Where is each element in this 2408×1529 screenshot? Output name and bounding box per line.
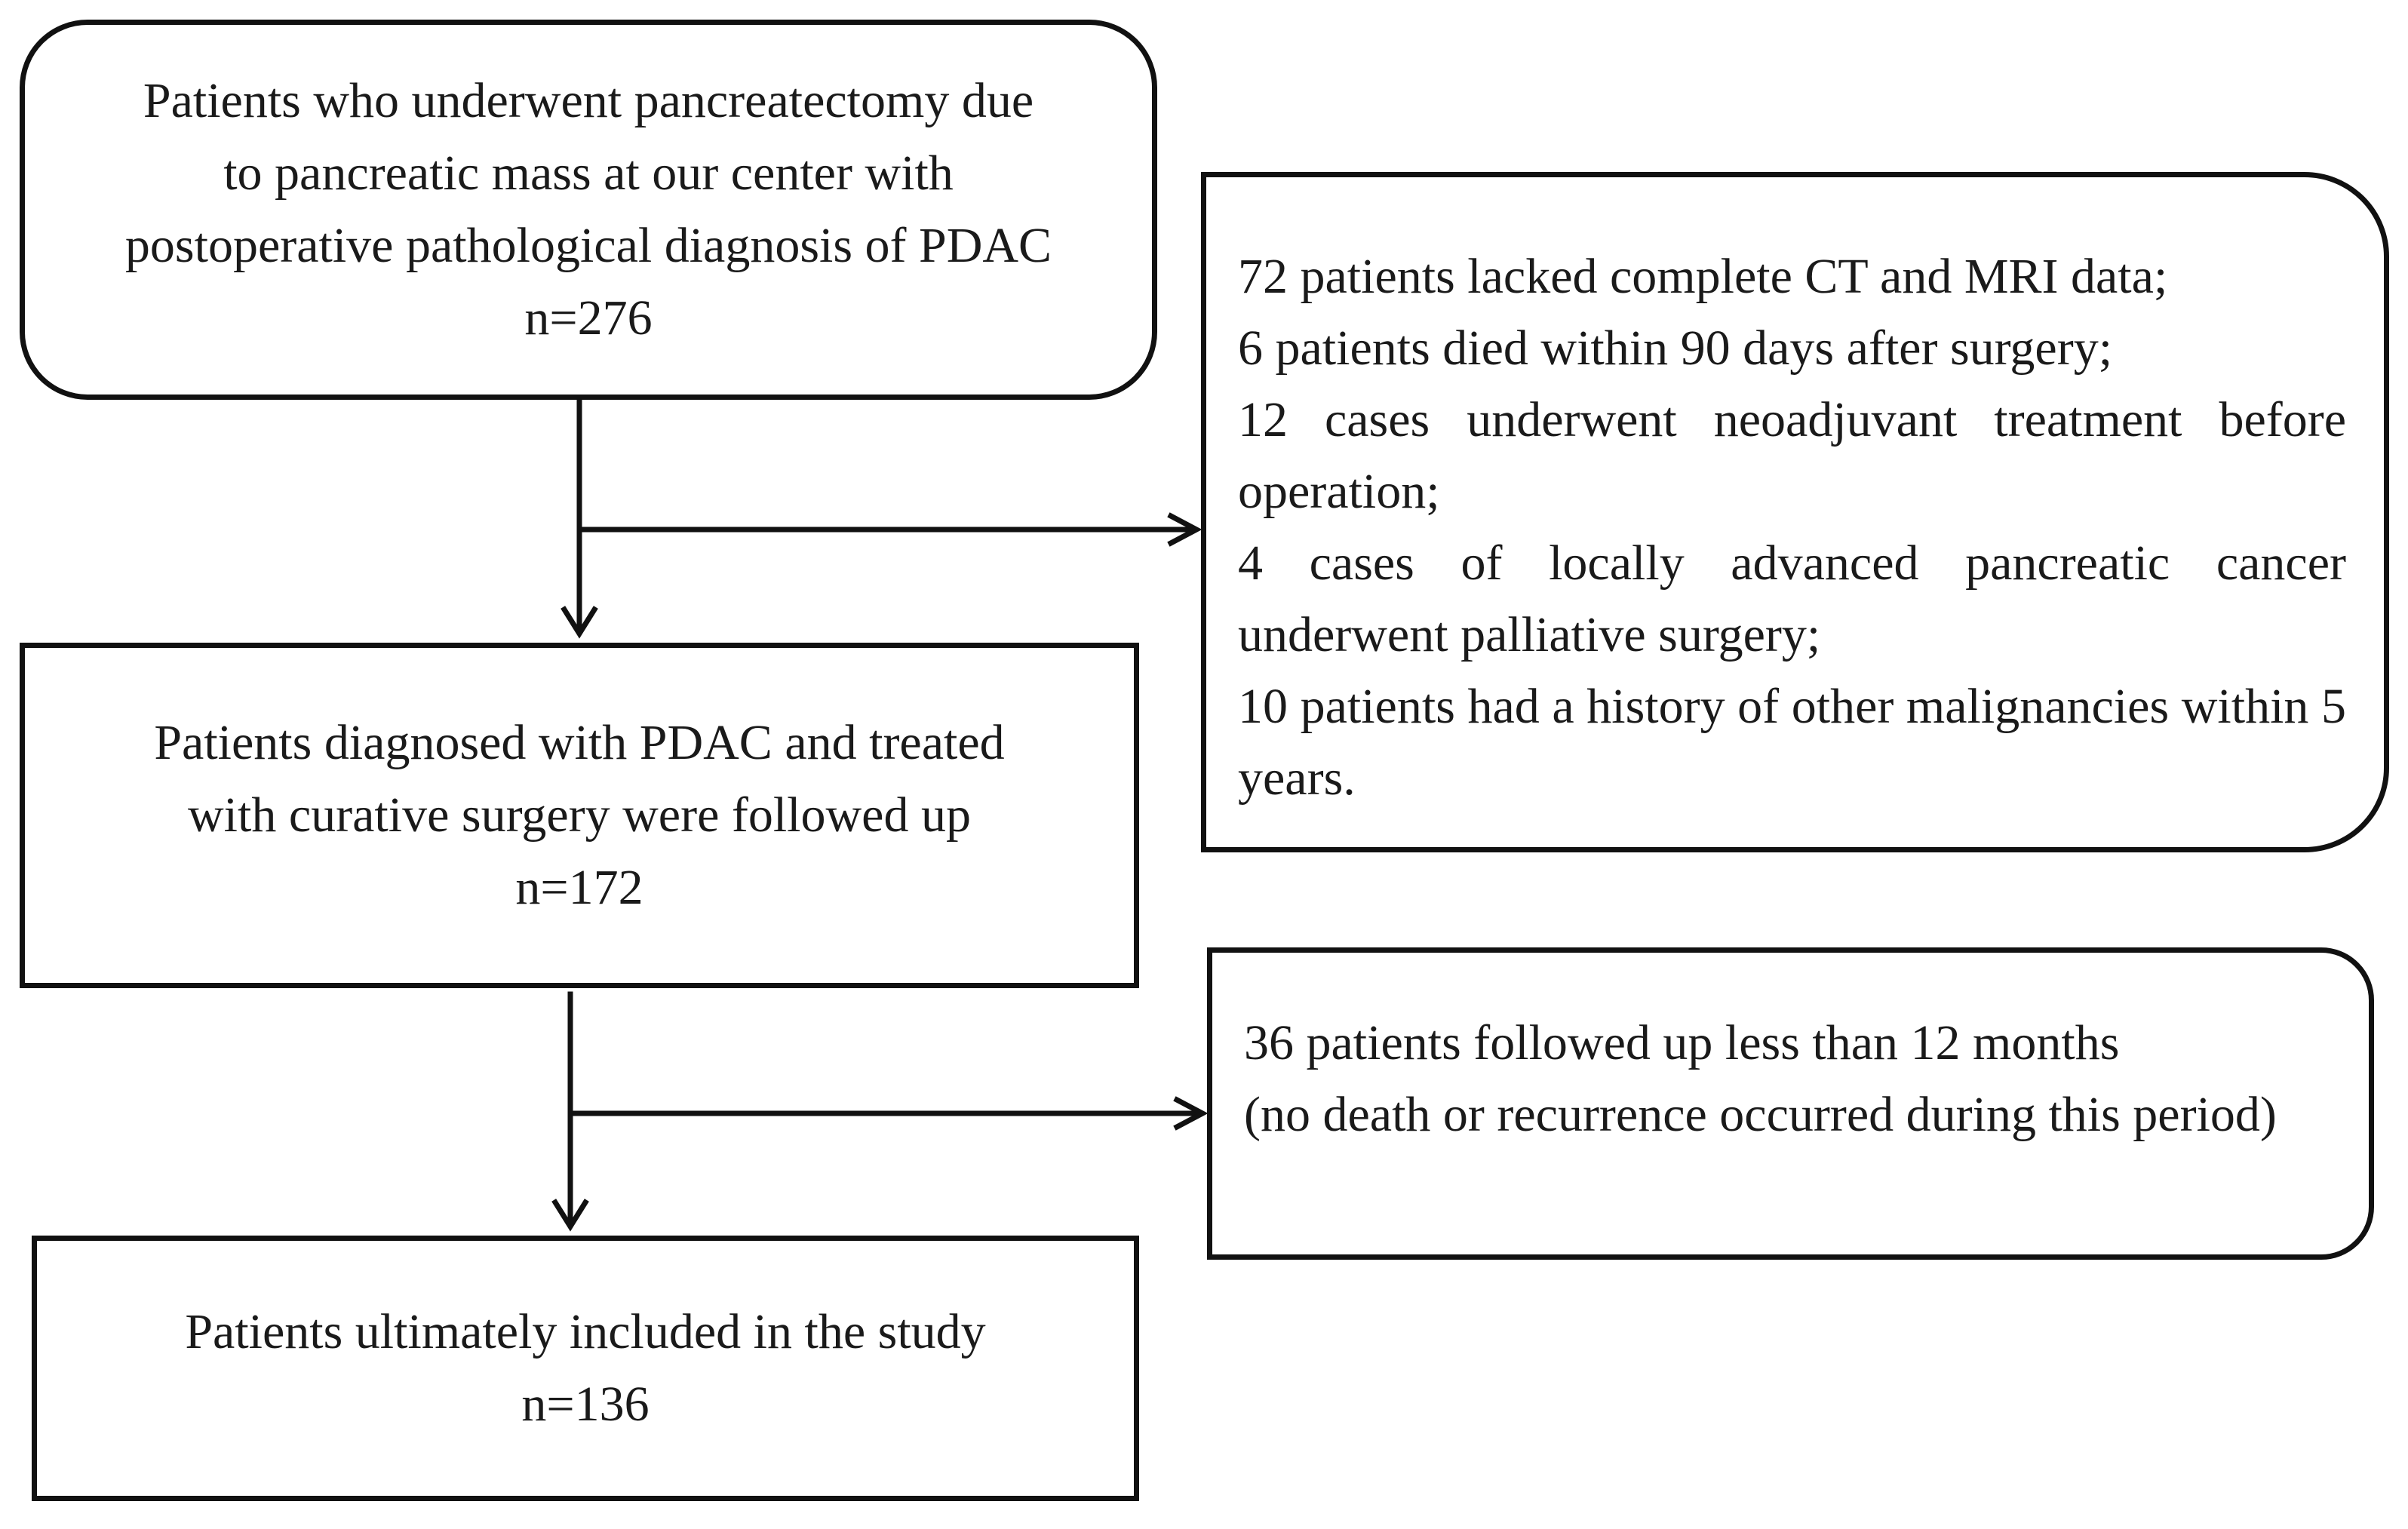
arrowhead-exclusion-2	[1173, 1096, 1209, 1131]
exclusion-item: (no death or recurrence occurred during …	[1244, 1087, 2277, 1142]
followed-box-line: Patients diagnosed with PDAC and treated	[154, 715, 1005, 770]
exclusion-box-2: 36 patients followed up less than 12 mon…	[1207, 947, 2374, 1260]
exclusion-item: 72 patients lacked complete CT and MRI d…	[1238, 249, 2168, 304]
arrowhead-exclusion-1	[1167, 512, 1202, 547]
start-box-line: Patients who underwent pancreatectomy du…	[143, 73, 1034, 128]
exclusion-item: 4 cases of locally advanced pancreatic c…	[1238, 536, 2346, 662]
included-cohort-box: Patients ultimately included in the stud…	[32, 1236, 1139, 1501]
followed-box-line: with curative surgery were followed up	[188, 788, 971, 843]
followed-box-count: n=172	[515, 860, 643, 915]
included-box-line: Patients ultimately included in the stud…	[185, 1304, 986, 1359]
start-box-count: n=276	[524, 290, 653, 345]
exclusion-item: 6 patients died within 90 days after sur…	[1238, 321, 2113, 376]
start-box-line: postoperative pathological diagnosis of …	[124, 218, 1052, 273]
exclusion-item: 36 patients followed up less than 12 mon…	[1244, 1015, 2120, 1070]
included-box-count: n=136	[521, 1377, 650, 1432]
start-cohort-box: Patients who underwent pancreatectomy du…	[20, 20, 1157, 400]
exclusion-item: 10 patients had a history of other malig…	[1238, 679, 2346, 806]
followed-up-box: Patients diagnosed with PDAC and treated…	[20, 643, 1139, 988]
arrowhead-followed	[561, 606, 598, 639]
arrowhead-included	[551, 1199, 589, 1232]
start-box-line: to pancreatic mass at our center with	[223, 146, 954, 201]
exclusion-item: 12 cases underwent neoadjuvant treatment…	[1238, 392, 2346, 519]
exclusion-box-1: 72 patients lacked complete CT and MRI d…	[1201, 172, 2389, 852]
